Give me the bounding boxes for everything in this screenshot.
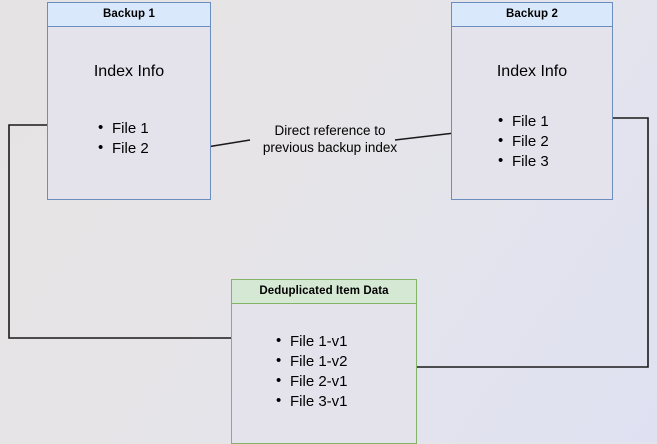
list-item: File 1	[496, 111, 549, 132]
backup-1-file-list: File 1 File 2	[96, 118, 149, 159]
backup-2-file-list: File 1 File 2 File 3	[496, 111, 549, 172]
node-backup-2-header: Backup 2	[452, 3, 612, 27]
node-dedup-body: File 1-v1 File 1-v2 File 2-v1 File 3-v1	[232, 304, 416, 443]
list-item: File 2	[496, 131, 549, 152]
node-backup-2[interactable]: Backup 2 Index Info File 1 File 2 File 3	[451, 2, 613, 200]
list-item: File 3-v1	[274, 391, 348, 412]
node-backup-1[interactable]: Backup 1 Index Info File 1 File 2	[47, 2, 211, 200]
list-item: File 1	[96, 118, 149, 139]
annotation-direct-reference: Direct reference to previous backup inde…	[255, 122, 405, 156]
dedup-file-list: File 1-v1 File 1-v2 File 2-v1 File 3-v1	[274, 331, 348, 412]
backup-1-index-info-label: Index Info	[93, 63, 165, 80]
list-item: File 1-v1	[274, 331, 348, 352]
backup-2-index-info-label: Index Info	[496, 63, 568, 80]
node-deduplicated-item-data[interactable]: Deduplicated Item Data File 1-v1 File 1-…	[231, 279, 417, 444]
annotation-line-2: previous backup index	[262, 140, 398, 155]
list-item: File 1-v2	[274, 351, 348, 372]
node-dedup-header: Deduplicated Item Data	[232, 280, 416, 304]
list-item: File 3	[496, 151, 549, 172]
node-backup-1-body: Index Info File 1 File 2	[48, 27, 210, 199]
node-backup-1-header: Backup 1	[48, 3, 210, 27]
list-item: File 2	[96, 138, 149, 159]
annotation-line-1: Direct reference to	[274, 123, 386, 138]
node-backup-2-body: Index Info File 1 File 2 File 3	[452, 27, 612, 199]
list-item: File 2-v1	[274, 371, 348, 392]
